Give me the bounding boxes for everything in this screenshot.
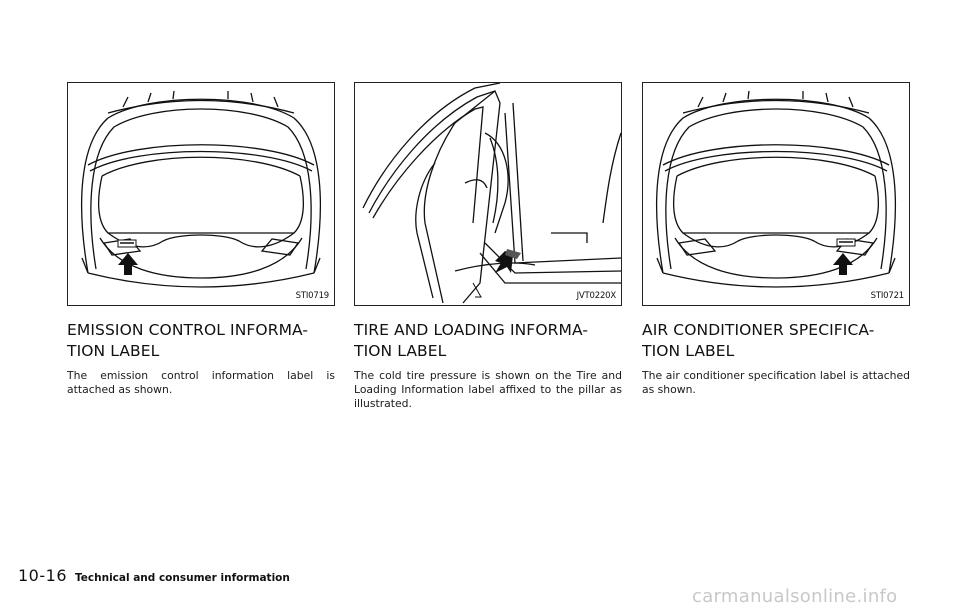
hood-underside-illustration — [81, 90, 321, 288]
figure-code: STI0721 — [870, 291, 905, 301]
watermark: carmanualsonline.info — [692, 586, 898, 607]
heading-line-2: TION LABEL — [354, 342, 447, 360]
figure-code: JVT0220X — [576, 291, 617, 301]
page-footer: 10-16 Technical and consumer information — [18, 566, 290, 585]
figure-code: STI0719 — [295, 291, 330, 301]
heading-line-2: TION LABEL — [67, 342, 160, 360]
door-pillar-illustration — [362, 83, 621, 304]
section-body: The emission control information label i… — [67, 369, 335, 397]
chapter-title: Technical and consumer information — [75, 572, 290, 584]
section-body: The air conditioner specification label … — [642, 369, 910, 397]
heading-line-1: AIR CONDITIONER SPECIFICA- — [642, 321, 875, 339]
heading-line-1: TIRE AND LOADING INFORMA- — [354, 321, 589, 339]
figure-tire-loading-label: JVT0220X — [354, 82, 622, 306]
section-body: The cold tire pressure is shown on the T… — [354, 369, 622, 411]
figure-ac-spec-label: STI0721 — [642, 82, 910, 306]
section-tire-loading-label: JVT0220X TIRE AND LOADING INFORMA- TION … — [354, 82, 622, 412]
hood-underside-illustration — [656, 90, 896, 288]
section-heading: TIRE AND LOADING INFORMA- TION LABEL — [354, 320, 622, 362]
section-heading: EMISSION CONTROL INFORMA- TION LABEL — [67, 320, 335, 362]
heading-line-1: EMISSION CONTROL INFORMA- — [67, 321, 309, 339]
section-emission-label: STI0719 EMISSION CONTROL INFORMA- TION L… — [67, 82, 335, 397]
section-ac-spec-label: STI0721 AIR CONDITIONER SPECIFICA- TION … — [642, 82, 910, 397]
figure-emission-label: STI0719 — [67, 82, 335, 306]
heading-line-2: TION LABEL — [642, 342, 735, 360]
page-number: 10-16 — [18, 566, 67, 585]
section-heading: AIR CONDITIONER SPECIFICA- TION LABEL — [642, 320, 910, 362]
